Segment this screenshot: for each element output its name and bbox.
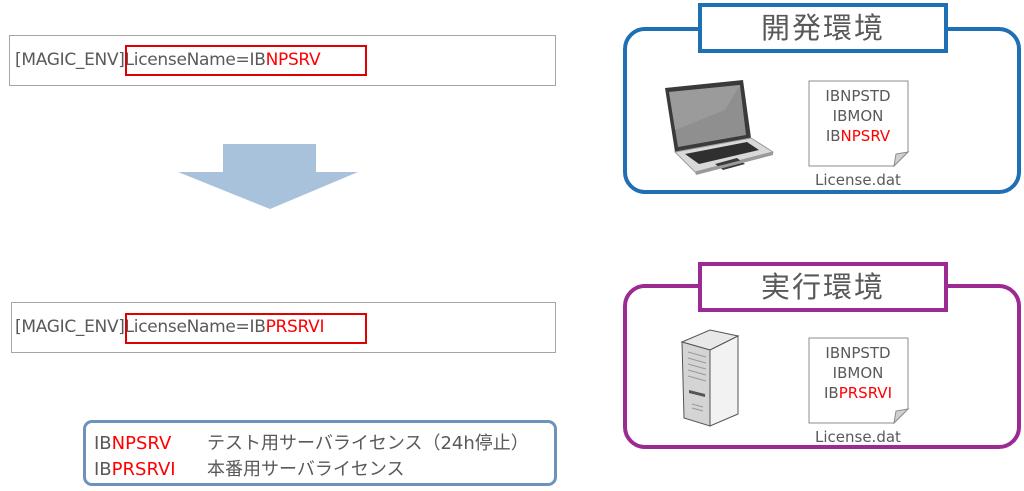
prod-license-caption: License.dat bbox=[815, 428, 901, 446]
license-lines: IBNPSTD IBMON IBNPSRV bbox=[808, 86, 908, 146]
license-line: IBMON bbox=[832, 107, 884, 125]
top-config-box: [MAGIC_ENV]LicenseName=IBNPSRV bbox=[9, 35, 556, 86]
bottom-config-box: [MAGIC_ENV]LicenseName=IBPRSRVI bbox=[11, 302, 556, 353]
legend-code-highlight: PRSRVI bbox=[111, 459, 176, 480]
license-line: IBPRSRVI bbox=[824, 384, 892, 402]
config-key: LicenseName=IB bbox=[124, 317, 266, 337]
license-line: IBNPSRV bbox=[825, 127, 891, 145]
top-highlight-frame bbox=[125, 45, 367, 76]
bottom-config-text: [MAGIC_ENV]LicenseName=IBPRSRVI bbox=[15, 317, 324, 337]
prod-license-file: IBNPSTD IBMON IBPRSRVI bbox=[808, 337, 911, 424]
dev-license-caption: License.dat bbox=[815, 171, 901, 189]
dev-license-file: IBNPSTD IBMON IBNPSRV bbox=[808, 80, 911, 167]
legend-code-highlight: NPSRV bbox=[111, 433, 172, 454]
config-value-highlight: NPSRV bbox=[265, 50, 321, 70]
server-icon bbox=[680, 329, 740, 427]
prod-env-title: 実行環境 bbox=[698, 262, 948, 312]
top-config-text: [MAGIC_ENV]LicenseName=IBNPSRV bbox=[15, 50, 321, 70]
config-section: [MAGIC_ENV] bbox=[15, 50, 125, 70]
legend-code: IBPRSRVI bbox=[94, 459, 207, 480]
legend-code-prefix: IB bbox=[94, 459, 112, 480]
config-key: LicenseName=IB bbox=[124, 50, 266, 70]
bottom-highlight-frame bbox=[125, 313, 367, 344]
license-line: IBMON bbox=[832, 364, 884, 382]
config-value-highlight: PRSRVI bbox=[265, 317, 325, 337]
legend-description: テスト用サーバライセンス（24h停止） bbox=[207, 433, 529, 454]
config-section: [MAGIC_ENV] bbox=[15, 317, 125, 337]
laptop-icon bbox=[665, 80, 775, 175]
legend-description: 本番用サーバライセンス bbox=[207, 459, 405, 480]
document-icon bbox=[808, 80, 910, 167]
dev-env-title: 開発環境 bbox=[698, 3, 948, 53]
arrow-shape bbox=[178, 144, 358, 209]
legend-code-prefix: IB bbox=[94, 433, 112, 454]
license-line: IBNPSTD bbox=[825, 87, 891, 105]
document-icon bbox=[808, 337, 910, 424]
legend-code: IBNPSRV bbox=[94, 433, 207, 454]
license-line: IBNPSTD bbox=[825, 344, 891, 362]
down-arrow-icon bbox=[178, 144, 358, 209]
license-lines: IBNPSTD IBMON IBPRSRVI bbox=[808, 343, 908, 403]
